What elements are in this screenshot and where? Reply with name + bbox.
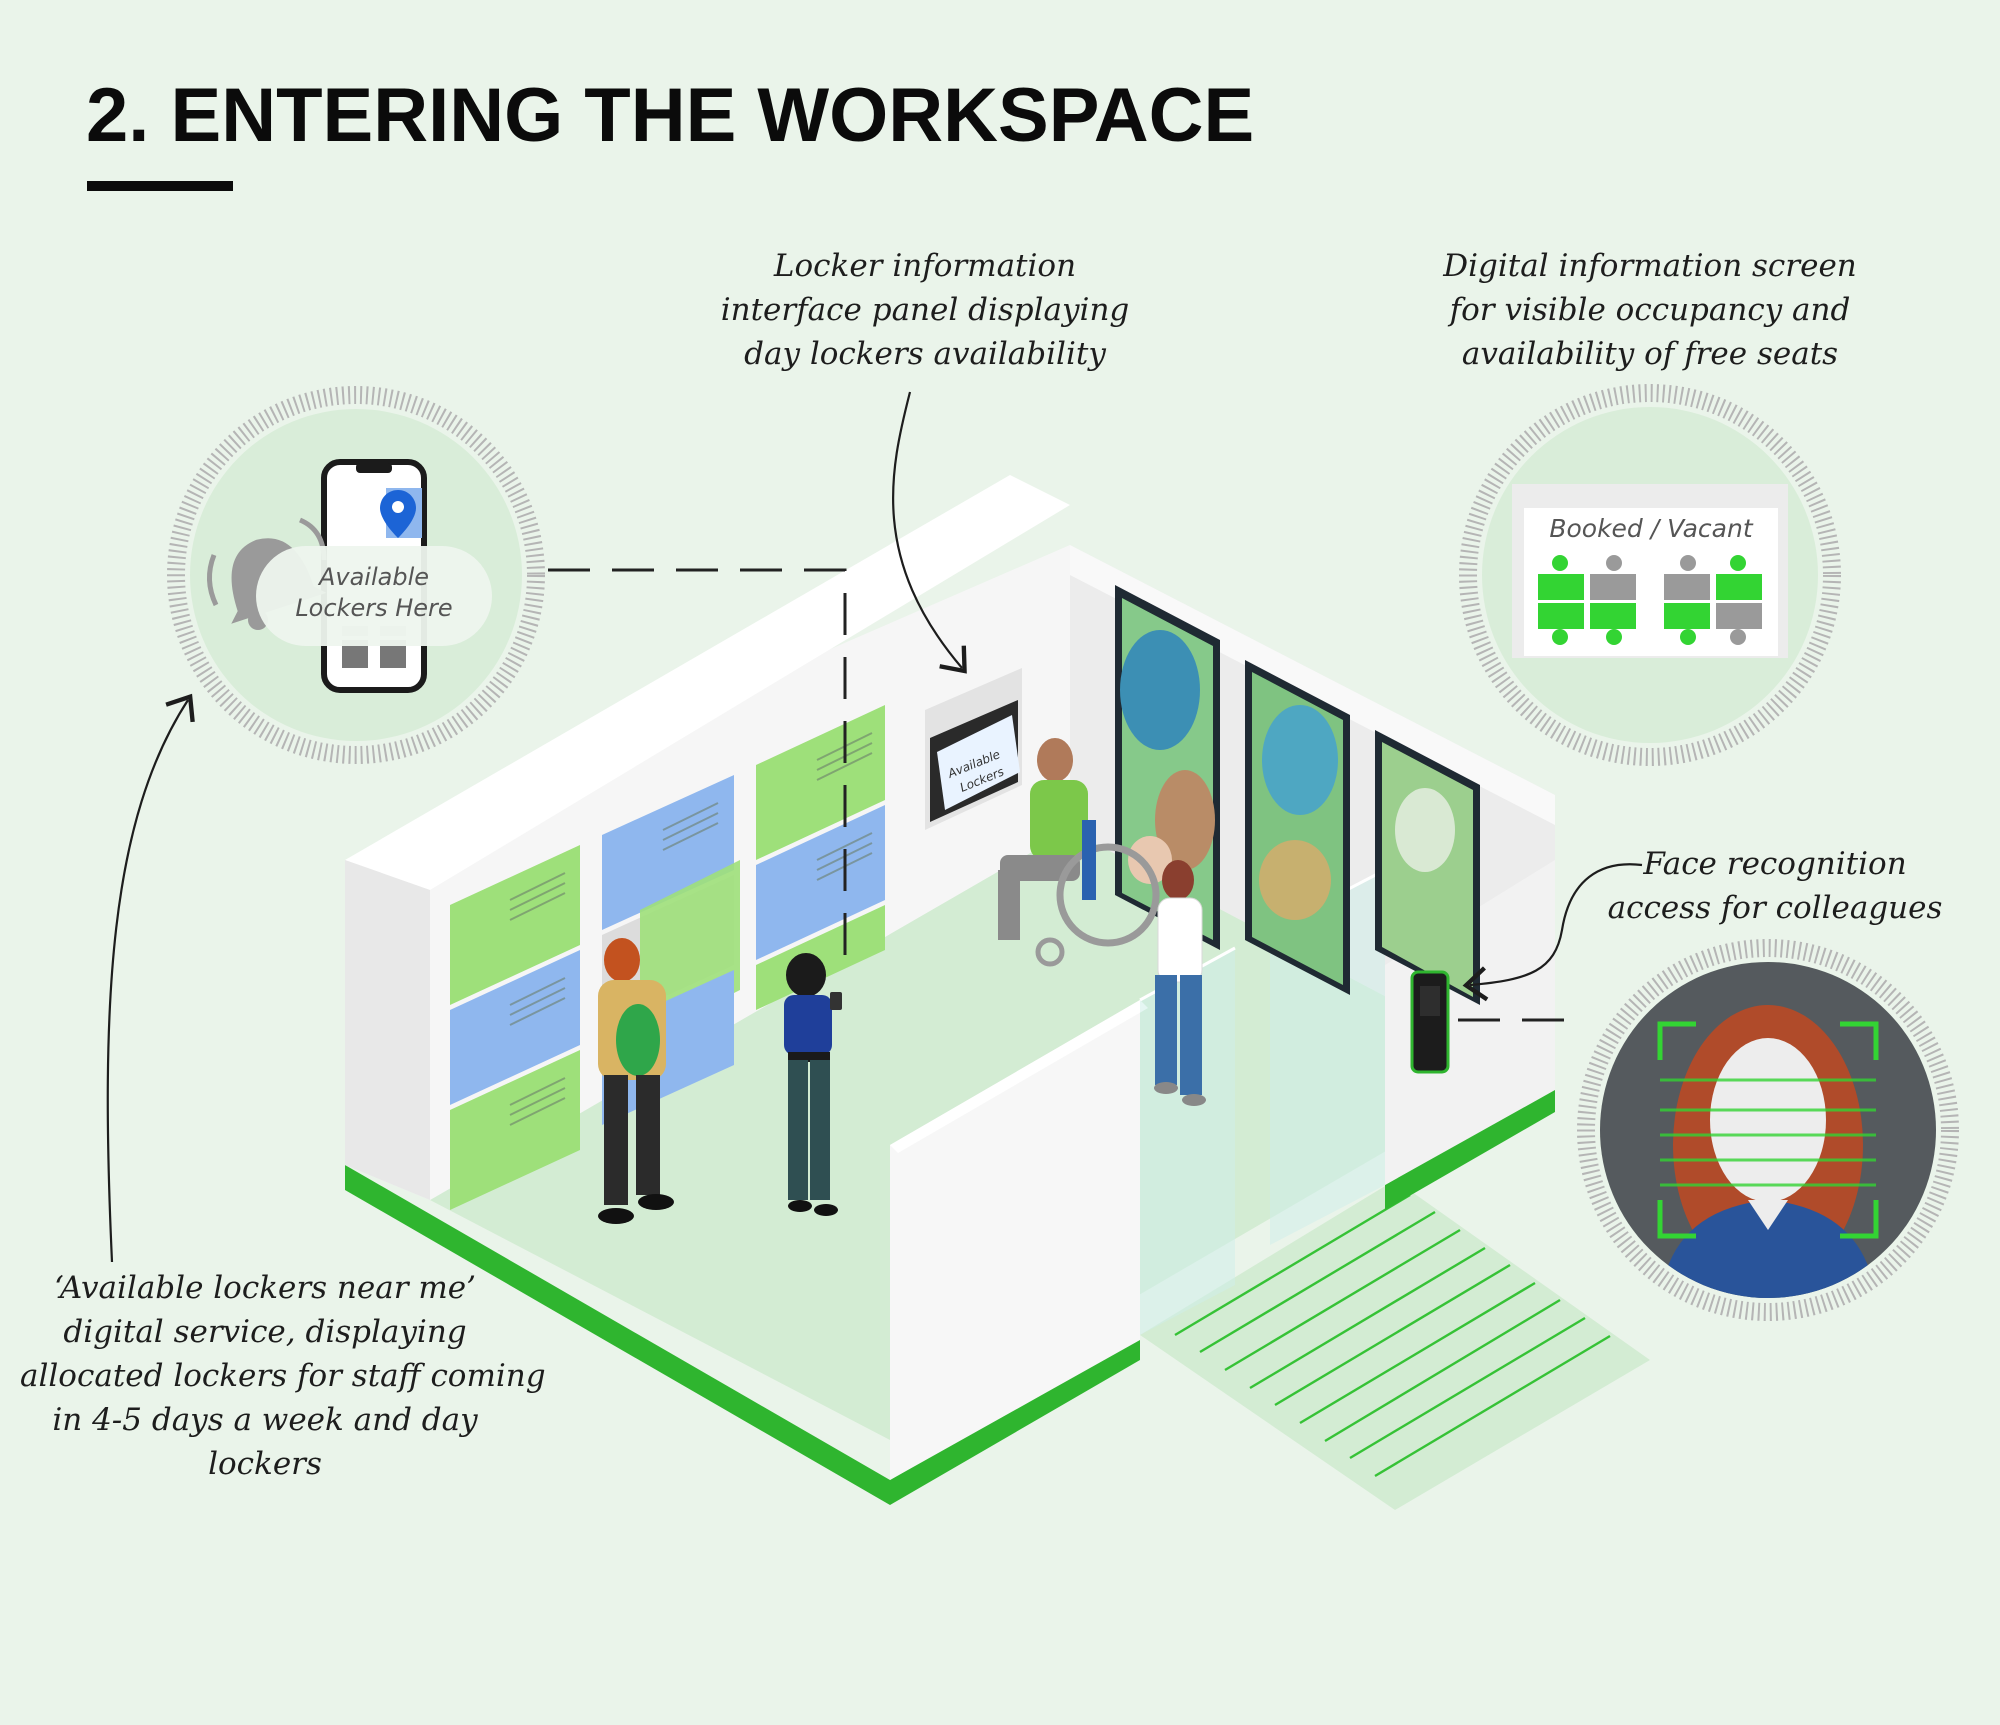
floor-edge-front (890, 1335, 1140, 1505)
face-scan-icon (1600, 962, 1936, 1298)
phone-bubble-line2: Lockers Here (295, 594, 452, 622)
locker-door (602, 775, 734, 930)
caption-line: for visible occupancy and (1449, 292, 1851, 328)
caption-info-screen: Digital information screen for visible o… (1410, 244, 1890, 376)
entrance-ramp (1140, 1180, 1650, 1510)
title-underline (87, 181, 233, 191)
caption-line: interface panel displaying (720, 292, 1130, 328)
caption-line: day lockers availability (744, 336, 1106, 372)
caption-line: ‘Available lockers near me’ (54, 1270, 476, 1306)
locker-door (756, 805, 885, 960)
caption-line: access for colleagues (1607, 890, 1943, 926)
person-backpack (598, 938, 674, 1224)
smartphone-icon (830, 992, 842, 1010)
person-wheelchair (998, 738, 1160, 967)
dashed-connectors (548, 568, 1586, 1022)
callout-phone-circle: Available Lockers Here (167, 386, 545, 764)
wheelchair-icon (1056, 843, 1160, 947)
caption-line: digital service, displaying (63, 1314, 467, 1350)
locker-door (450, 950, 580, 1105)
callout-screen-circle: Booked / Vacant (1459, 384, 1841, 766)
locker-door (756, 705, 885, 860)
screen-label: Booked / Vacant (1549, 514, 1754, 543)
phone-notification-bubble (256, 546, 492, 646)
caption-line: lockers (208, 1446, 322, 1482)
wall-top-left (345, 475, 1070, 890)
floor-edge-right (1385, 1088, 1555, 1210)
caption-line: in 4-5 days a week and day (52, 1402, 478, 1438)
caption-line: Digital information screen (1443, 248, 1857, 284)
caption-line: Face recognition (1643, 846, 1907, 882)
caption-lockers-service: ‘Available lockers near me’ digital serv… (20, 1266, 546, 1486)
caption-face-recognition: Face recognition access for colleagues (1600, 842, 1950, 930)
map-pin-icon (380, 490, 416, 538)
floor-edge-left (345, 1165, 890, 1505)
person-standing (1154, 860, 1206, 1106)
phone-bubble-line1: Available (317, 563, 429, 591)
locker-door (602, 970, 734, 1125)
seat-map (1538, 555, 1762, 645)
locker-door (450, 1050, 580, 1210)
caption-line: availability of free seats (1461, 336, 1839, 372)
caption-arrows (106, 391, 1643, 1263)
person-phone (784, 953, 842, 1216)
locker-info-panel: Available Lockers (925, 668, 1022, 830)
locker-door (450, 845, 580, 1005)
caption-line: Locker information (773, 248, 1077, 284)
room: Available Lockers (345, 475, 1650, 1510)
callout-face-circle (1577, 939, 1959, 1321)
face-reader-icon (1410, 970, 1450, 1074)
caption-locker-panel: Locker information interface panel displ… (700, 244, 1150, 376)
page-title: 2. ENTERING THE WORKSPACE (86, 73, 1255, 158)
caption-line: allocated lockers for staff coming (20, 1358, 546, 1394)
